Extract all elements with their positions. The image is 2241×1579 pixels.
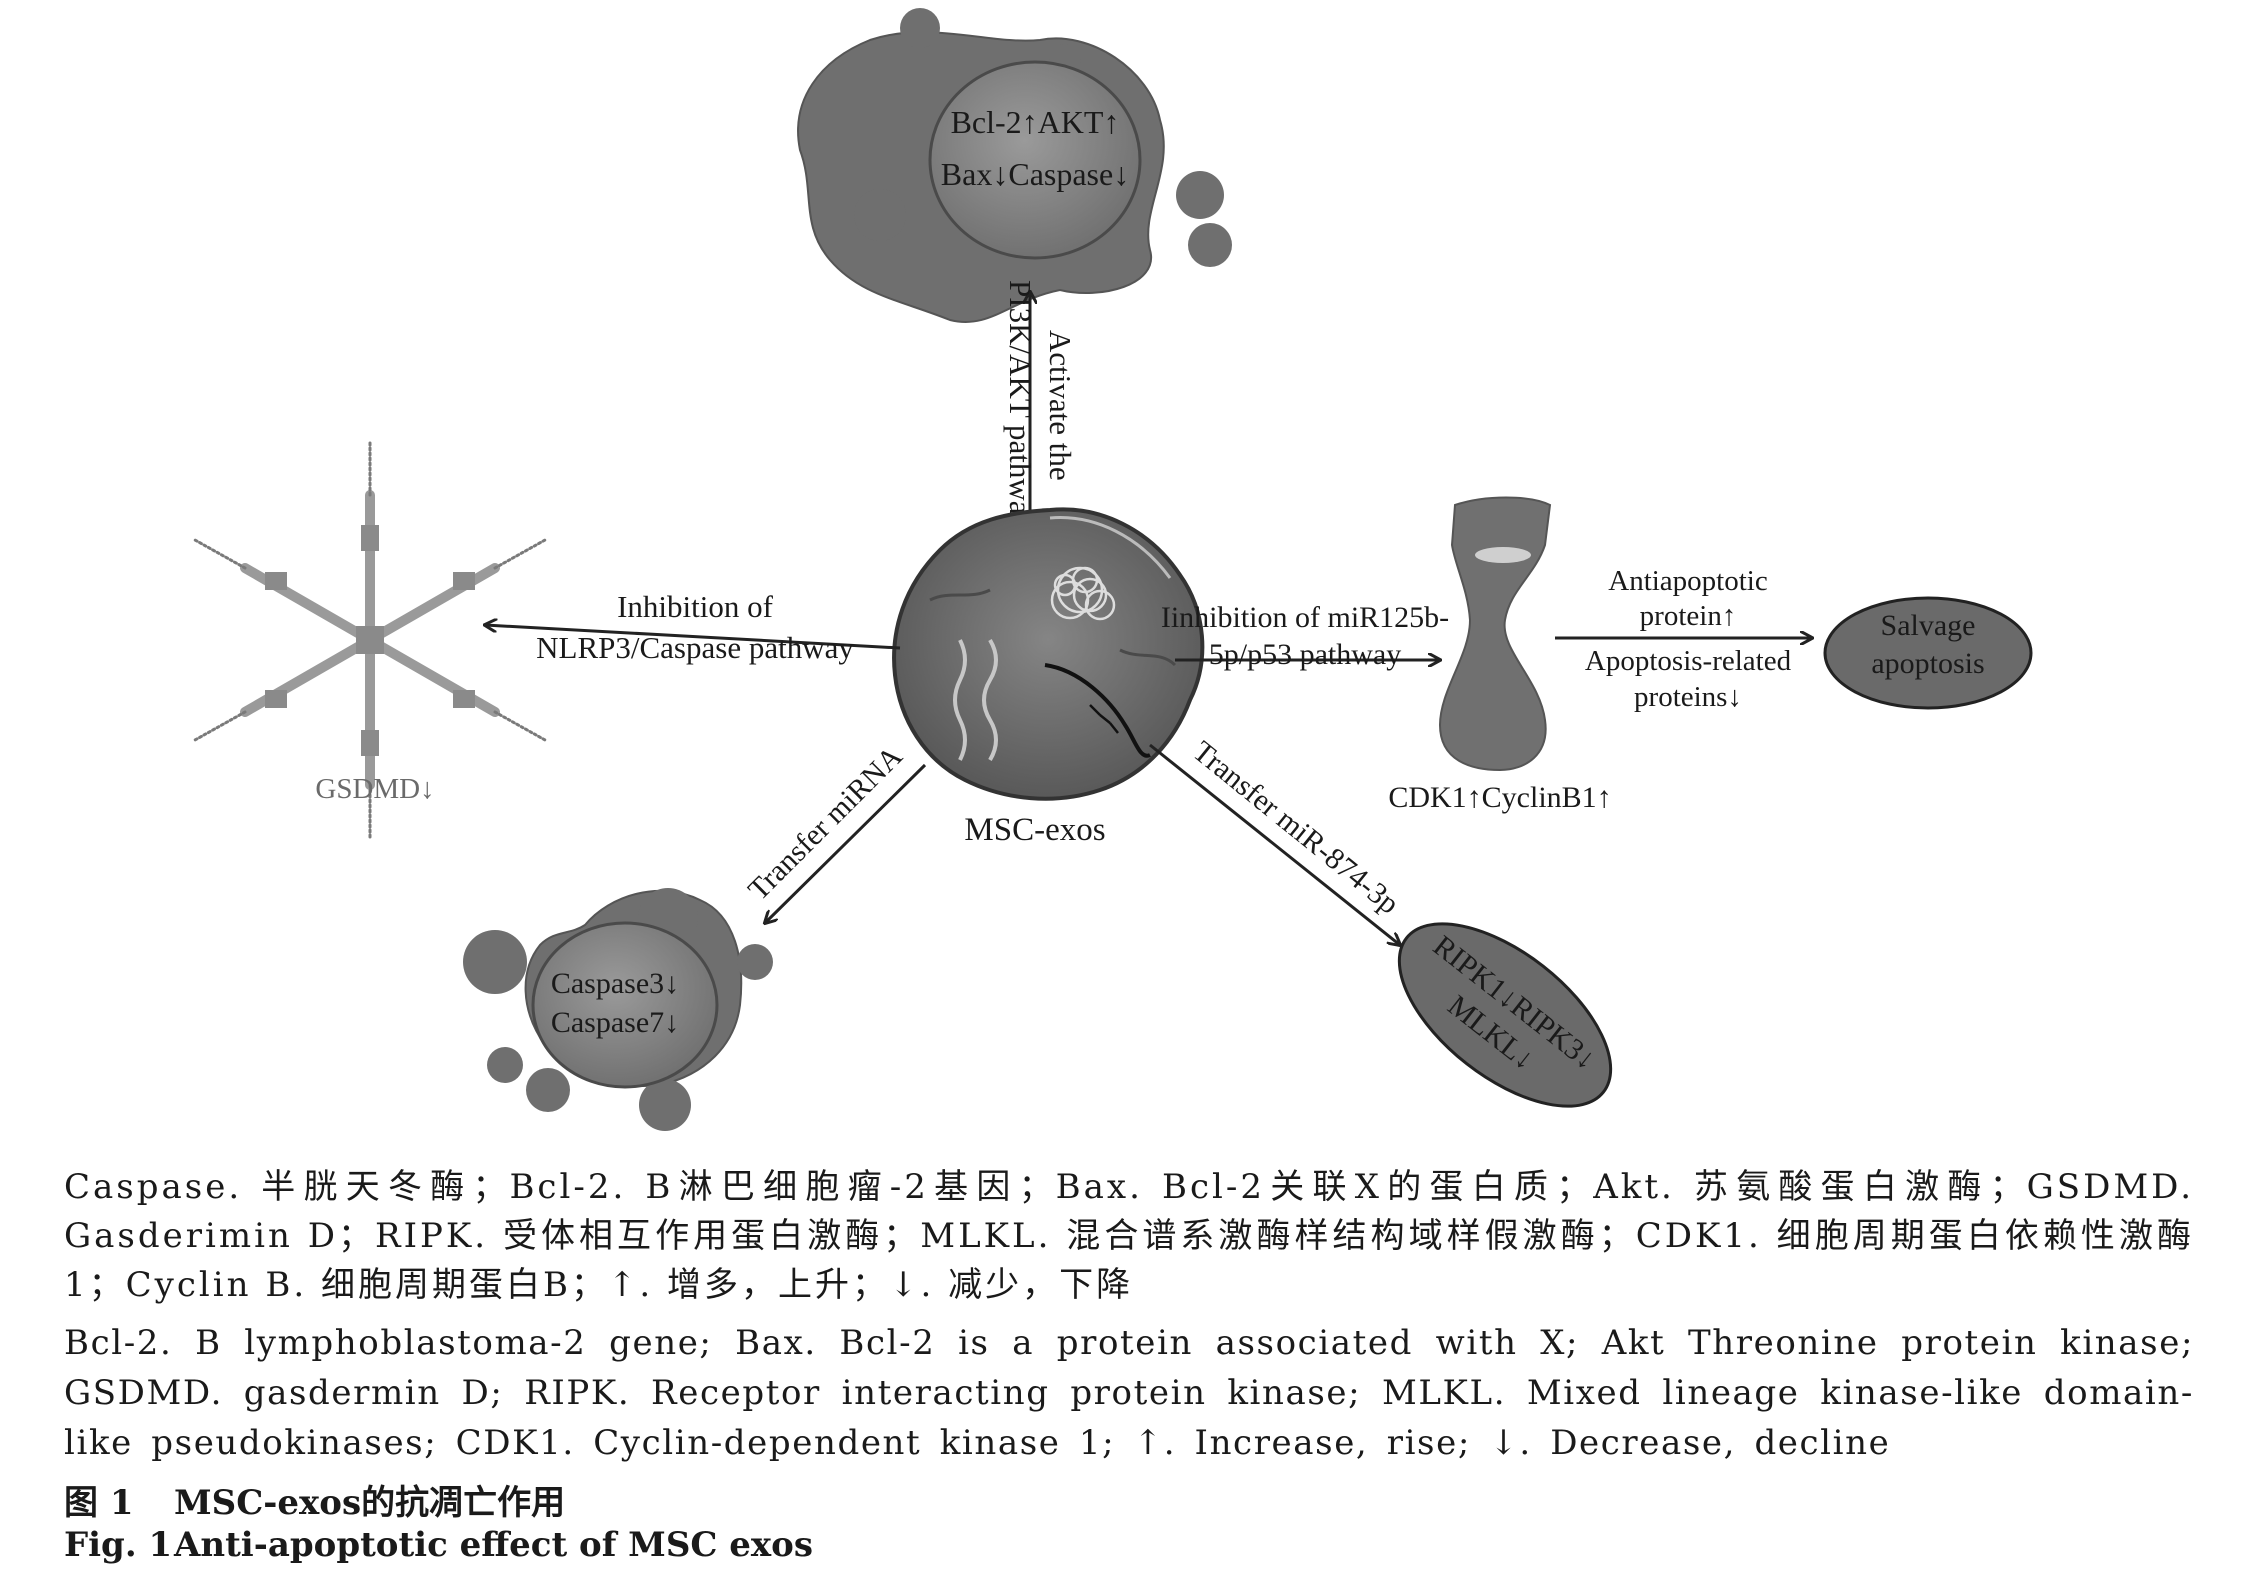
bottom-left-cell-line2: Caspase7↓ <box>551 1006 679 1039</box>
bottom-left-cell-line1: Caspase3↓ <box>551 967 679 1000</box>
bottom-left-arrow-label: Transfer miRNA <box>742 740 909 907</box>
bottom-right-arrow-label: Transfer miR-874-3p <box>1187 735 1406 921</box>
top-arrow-label: Activate the PI3K/AKT pathway <box>1003 280 1078 530</box>
gsdmd-label: GSDMD↓ <box>315 773 434 805</box>
center-exosome <box>892 507 1205 801</box>
figure-title-text-chinese: MSC-exos的抗凋亡作用 <box>174 1483 566 1523</box>
figure-number-chinese: 图 1 <box>64 1483 134 1523</box>
arrow-to-inflammasome <box>485 625 901 650</box>
arrow2-label-line1: Antiapoptotic <box>1608 565 1767 597</box>
arrow2-label-line3: Apoptosis-related <box>1585 645 1792 677</box>
top-cell: Bcl-2↑AKT↑ Bax↓Caspase↓ <box>797 8 1232 323</box>
bottom-left-cell: Caspase3↓ Caspase7↓ <box>463 888 773 1131</box>
figure-title-chinese: 图 1 MSC-exos的抗凋亡作用 <box>64 1475 565 1524</box>
center-label: MSC-exos <box>964 812 1105 848</box>
top-cell-line1: Bcl-2↑AKT↑ <box>951 104 1120 140</box>
salvage-line2: apoptosis <box>1871 647 1984 680</box>
arrow-to-ripk <box>1149 743 1400 945</box>
left-arrow-label-line2: NLRP3/Caspase pathway <box>536 630 854 665</box>
caption-english: Bcl-2. B lymphoblastoma-2 gene; Bax. Bcl… <box>64 1323 2194 1463</box>
top-cell-line2: Bax↓Caspase↓ <box>941 156 1129 192</box>
figure-number-english: Fig. 1 <box>64 1525 173 1565</box>
caption-chinese: Caspase. 半胱天冬酶；Bcl-2. B淋巴细胞瘤-2基因；Bax. Bc… <box>64 1167 2194 1305</box>
svg-text:Activate the: Activate the <box>1043 330 1078 481</box>
figure-diagram: Bcl-2↑AKT↑ Bax↓Caspase↓ Activate the PI3… <box>193 8 2033 1131</box>
figure-title-english: Fig. 1Anti-apoptotic effect of MSC exos <box>64 1525 813 1565</box>
salvage-apoptosis-ellipse <box>1823 596 2033 710</box>
top-nucleus <box>928 60 1142 260</box>
left-arrow-label-line1: Inhibition of <box>617 589 774 624</box>
arrow2-label-line2: protein↑ <box>1640 600 1737 632</box>
salvage-line1: Salvage <box>1881 609 1976 642</box>
cdk1-cyclinb1-icon <box>1438 496 1552 772</box>
right-arrow-label-line2: 5p/p53 pathway <box>1209 638 1401 671</box>
right-arrow-label-line1: Iinhibition of miR125b- <box>1161 601 1449 634</box>
svg-text:PI3K/AKT pathway: PI3K/AKT pathway <box>1003 280 1038 530</box>
ripk-ellipse: RIPK1↓RIPK3↓ MLKL↓ <box>1397 922 1613 1108</box>
vase-label: CDK1↑CyclinB1↑ <box>1388 781 1611 814</box>
arrow-to-bottom-left-cell <box>765 763 927 923</box>
bottom-left-nucleus <box>531 921 719 1089</box>
arrow2-label-line4: proteins↓ <box>1634 681 1742 713</box>
figure-title-text-english: Anti-apoptotic effect of MSC exos <box>174 1525 813 1565</box>
gsdmd-inflammasome-icon <box>193 438 547 842</box>
